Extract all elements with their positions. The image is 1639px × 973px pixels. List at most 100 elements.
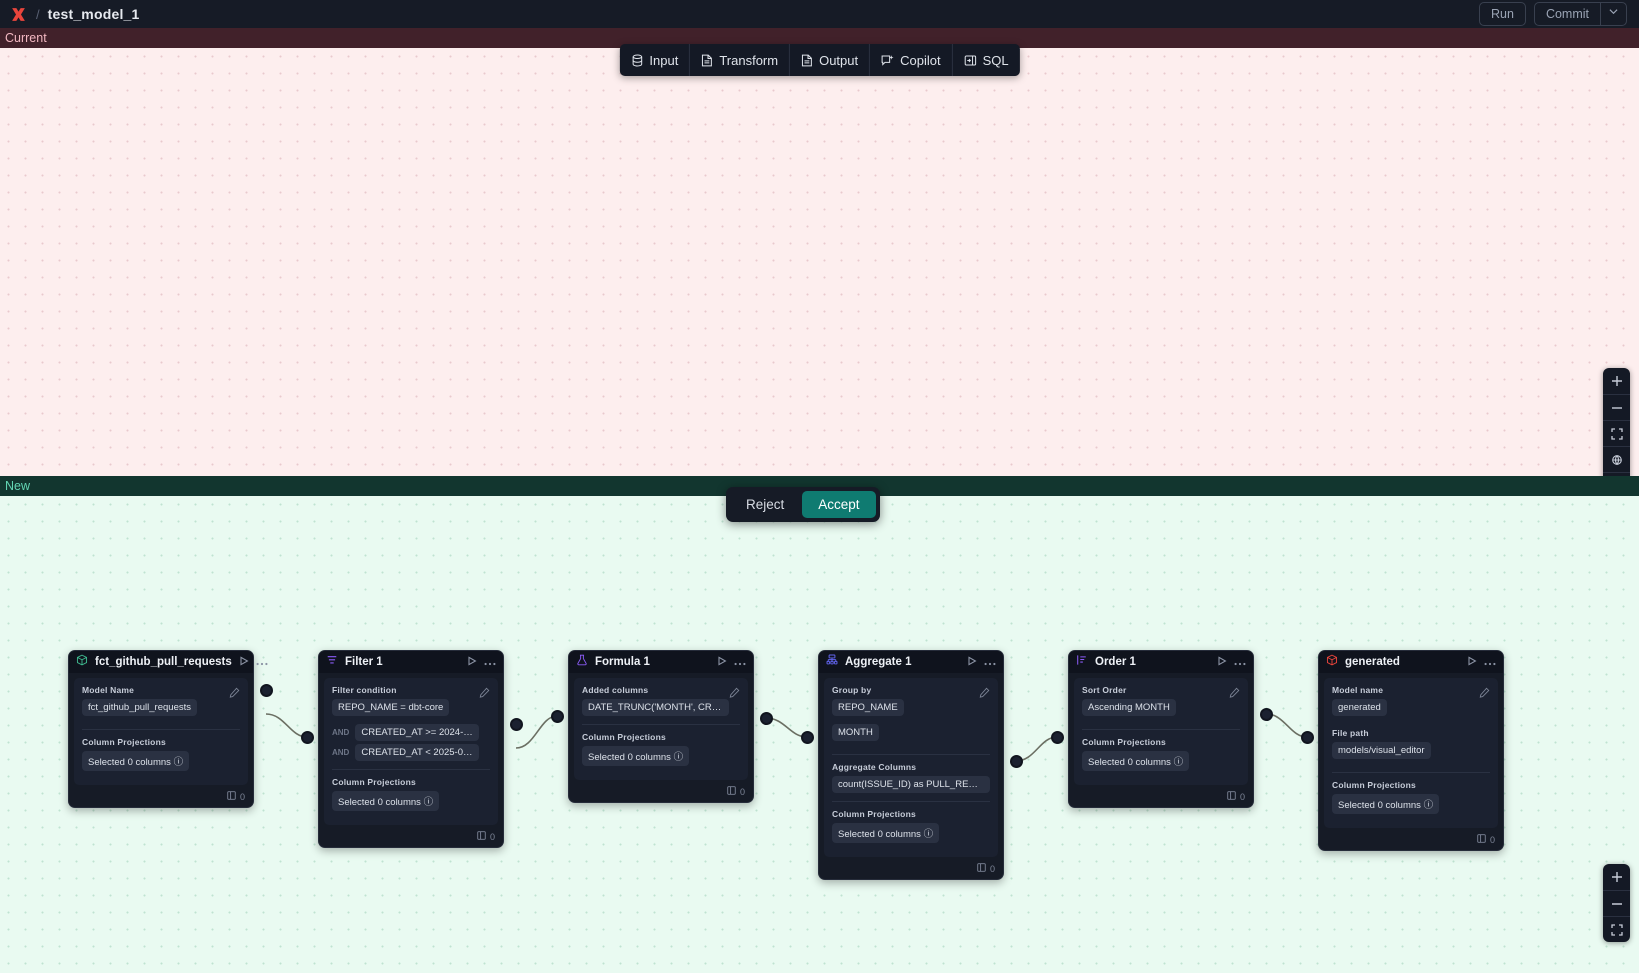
toolbar-item-copilot[interactable]: Copilot [869, 44, 951, 76]
edit-pencil-icon[interactable] [229, 685, 240, 703]
field-value-chip[interactable]: Selected 0 columns ⓘ [1082, 751, 1190, 771]
node-card[interactable]: Filter 1 Filter condition [318, 650, 504, 848]
pane-label-current: Current [0, 28, 1639, 48]
mini-map-icon[interactable] [1603, 472, 1630, 476]
toolbar-item-sql[interactable]: SQL [951, 44, 1020, 76]
canvas-current[interactable] [0, 48, 1639, 476]
field-label: Column Projections [332, 777, 416, 787]
node-more-icon[interactable] [256, 653, 268, 671]
field-label: Aggregate Columns [832, 762, 917, 772]
node-header[interactable]: generated [1319, 651, 1503, 673]
toolbar-item-transform[interactable]: Transform [689, 44, 789, 76]
field-value-chip[interactable]: DATE_TRUNC('MONTH', CREATED_AT... [582, 699, 729, 716]
field-value-chip[interactable]: REPO_NAME = dbt-core [332, 699, 450, 716]
field-value-chip[interactable]: Selected 0 columns ⓘ [832, 823, 940, 843]
diff-verdict-bar[interactable]: Reject Accept [726, 487, 880, 522]
field-value-chip[interactable]: Selected 0 columns ⓘ [582, 746, 690, 766]
fit-view-icon[interactable] [1603, 420, 1630, 446]
toolbar-item-label: Transform [719, 52, 779, 68]
node-header[interactable]: Formula 1 [569, 651, 753, 673]
columns-icon [1227, 791, 1236, 802]
commit-button-group[interactable]: Commit [1533, 2, 1627, 26]
node-header[interactable]: fct_github_pull_requests [69, 651, 268, 673]
cube-red-icon [1326, 653, 1338, 671]
toolbar-item-output[interactable]: Output [789, 44, 869, 76]
app-logo-icon[interactable] [8, 4, 28, 24]
document-icon [701, 54, 713, 67]
run-node-icon[interactable] [467, 653, 477, 671]
database-icon [630, 54, 643, 67]
node-title: Formula 1 [595, 656, 650, 668]
node-more-icon[interactable] [984, 653, 996, 671]
reject-button[interactable]: Reject [730, 491, 800, 518]
field-value-chip[interactable]: models/visual_editor [1332, 742, 1431, 759]
zoom-out-icon[interactable] [1603, 394, 1630, 420]
node-port-out[interactable] [1260, 708, 1273, 721]
commit-button[interactable]: Commit [1545, 7, 1589, 21]
node-more-icon[interactable] [1234, 653, 1246, 671]
node-card[interactable]: Aggregate 1 Group by REPO_ [818, 650, 1004, 880]
node-port-in[interactable] [1301, 731, 1314, 744]
zoom-out-icon[interactable] [1603, 890, 1630, 916]
node-port-in[interactable] [801, 731, 814, 744]
run-node-icon[interactable] [1217, 653, 1227, 671]
node-header[interactable]: Order 1 [1069, 651, 1253, 673]
zoom-in-icon[interactable] [1603, 368, 1630, 394]
node-port-out[interactable] [1010, 755, 1023, 768]
edit-pencil-icon[interactable] [1479, 685, 1490, 703]
lock-view-icon[interactable] [1603, 446, 1630, 472]
zoom-in-icon[interactable] [1603, 864, 1630, 890]
run-node-icon[interactable] [717, 653, 727, 671]
run-button[interactable]: Run [1479, 2, 1526, 26]
node-card[interactable]: generated Model name gener [1318, 650, 1504, 851]
node-port-out[interactable] [760, 712, 773, 725]
info-icon: ⓘ [923, 829, 934, 840]
toolbar-item-input[interactable]: Input [619, 44, 689, 76]
node-port-out[interactable] [260, 684, 273, 697]
field-label: Column Projections [1082, 737, 1166, 747]
node-more-icon[interactable] [734, 653, 746, 671]
node-card[interactable]: Order 1 Sort Order Ascendi [1068, 650, 1254, 808]
field-label: Filter condition [332, 685, 397, 695]
node-port-in[interactable] [301, 731, 314, 744]
field-value-chip[interactable]: REPO_NAME [832, 699, 904, 716]
field-value-chip[interactable]: CREATED_AT < 2025-03-01 [355, 744, 479, 761]
field-value-chip[interactable]: fct_github_pull_requests [82, 699, 197, 716]
node-header[interactable]: Filter 1 [319, 651, 503, 673]
field-value-chip[interactable]: count(ISSUE_ID) as PULL_REQUEST_... [832, 776, 990, 793]
node-more-icon[interactable] [484, 653, 496, 671]
node-body: Sort Order Ascending MONTH Column Projec… [1074, 678, 1248, 785]
edit-pencil-icon[interactable] [1229, 685, 1240, 703]
field-value-chip[interactable]: Selected 0 columns ⓘ [332, 791, 440, 811]
field-value-chip[interactable]: CREATED_AT >= 2024-12-01 [355, 724, 479, 741]
field-value-chip[interactable]: generated [1332, 699, 1387, 716]
node-port-in[interactable] [1051, 731, 1064, 744]
run-node-icon[interactable] [1467, 653, 1477, 671]
row-count: 0 [1489, 834, 1495, 845]
chevron-down-icon[interactable] [1600, 3, 1626, 25]
fit-view-icon[interactable] [1603, 916, 1630, 942]
node-toolbar[interactable]: Input Transform Output [619, 44, 1020, 76]
node-card[interactable]: fct_github_pull_requests Model Name [68, 650, 268, 808]
node-port-out[interactable] [510, 718, 523, 731]
canvas-new[interactable]: fct_github_pull_requests Model Name [0, 496, 1639, 973]
zoom-controls-current[interactable] [1603, 368, 1630, 476]
accept-button[interactable]: Accept [802, 491, 876, 518]
run-node-icon[interactable] [967, 653, 977, 671]
field-value-chip[interactable]: Selected 0 columns ⓘ [82, 751, 190, 771]
run-node-icon[interactable] [239, 653, 249, 671]
pane-current: Current [0, 28, 1639, 476]
row-count: 0 [989, 863, 995, 874]
node-more-icon[interactable] [1484, 653, 1496, 671]
field-value-chip[interactable]: Ascending MONTH [1082, 699, 1176, 716]
edit-pencil-icon[interactable] [979, 685, 990, 703]
edit-pencil-icon[interactable] [479, 685, 490, 703]
field-value-chip[interactable]: Selected 0 columns ⓘ [1332, 794, 1440, 814]
node-header[interactable]: Aggregate 1 [819, 651, 1003, 673]
field-value-chip[interactable]: MONTH [832, 724, 879, 741]
zoom-controls-new[interactable] [1603, 864, 1630, 942]
node-card[interactable]: Formula 1 Added columns DA [568, 650, 754, 803]
toolbar-item-label: Copilot [900, 52, 941, 68]
node-port-in[interactable] [551, 710, 564, 723]
edit-pencil-icon[interactable] [729, 685, 740, 703]
